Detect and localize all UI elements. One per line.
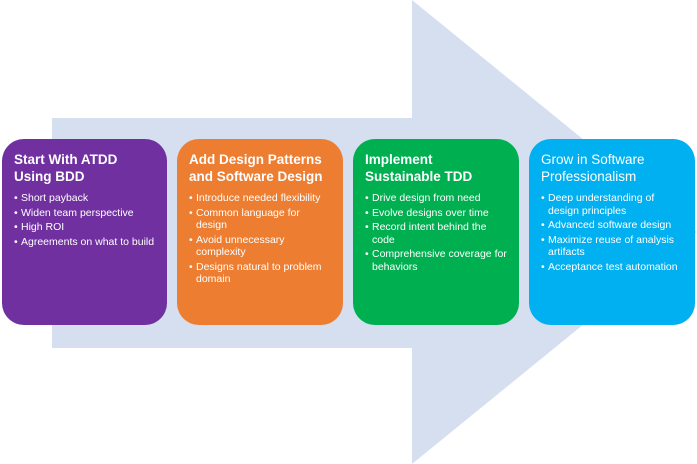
- list-item: Designs natural to problem domain: [189, 261, 333, 286]
- stage-title: Start With ATDD Using BDD: [14, 152, 118, 184]
- list-item: Evolve designs over time: [365, 207, 509, 220]
- list-item: Avoid unnecessary complexity: [189, 234, 333, 259]
- list-item: Drive design from need: [365, 192, 509, 205]
- stage-title: Add Design Patterns and Software Design: [189, 152, 323, 184]
- list-item: Common language for design: [189, 207, 333, 232]
- list-item: Introduce needed flexibility: [189, 192, 333, 205]
- list-item: Maximize reuse of analysis artifacts: [541, 234, 685, 259]
- list-item: Comprehensive coverage for behaviors: [365, 248, 509, 273]
- list-item: Advanced software design: [541, 219, 685, 232]
- stage-bullet-list: Short payback Widen team perspective Hig…: [14, 192, 157, 248]
- list-item: Short payback: [14, 192, 157, 205]
- stage-bullet-list: Deep understanding of design principles …: [541, 192, 685, 273]
- list-item: Widen team perspective: [14, 207, 157, 220]
- list-item: High ROI: [14, 221, 157, 234]
- stage-card-tdd: Implement Sustainable TDD Drive design f…: [353, 139, 519, 325]
- stage-title: Grow in Software Professionalism: [541, 152, 645, 184]
- stage-card-professionalism: Grow in Software Professionalism Deep un…: [529, 139, 695, 325]
- stage-bullet-list: Drive design from need Evolve designs ov…: [365, 192, 509, 273]
- list-item: Acceptance test automation: [541, 261, 685, 274]
- stage-card-design-patterns: Add Design Patterns and Software Design …: [177, 139, 343, 325]
- stage-title: Implement Sustainable TDD: [365, 152, 473, 184]
- stage-card-atdd: Start With ATDD Using BDD Short payback …: [2, 139, 167, 325]
- list-item: Record intent behind the code: [365, 221, 509, 246]
- list-item: Deep understanding of design principles: [541, 192, 685, 217]
- list-item: Agreements on what to build: [14, 236, 157, 249]
- stage-bullet-list: Introduce needed flexibility Common lang…: [189, 192, 333, 286]
